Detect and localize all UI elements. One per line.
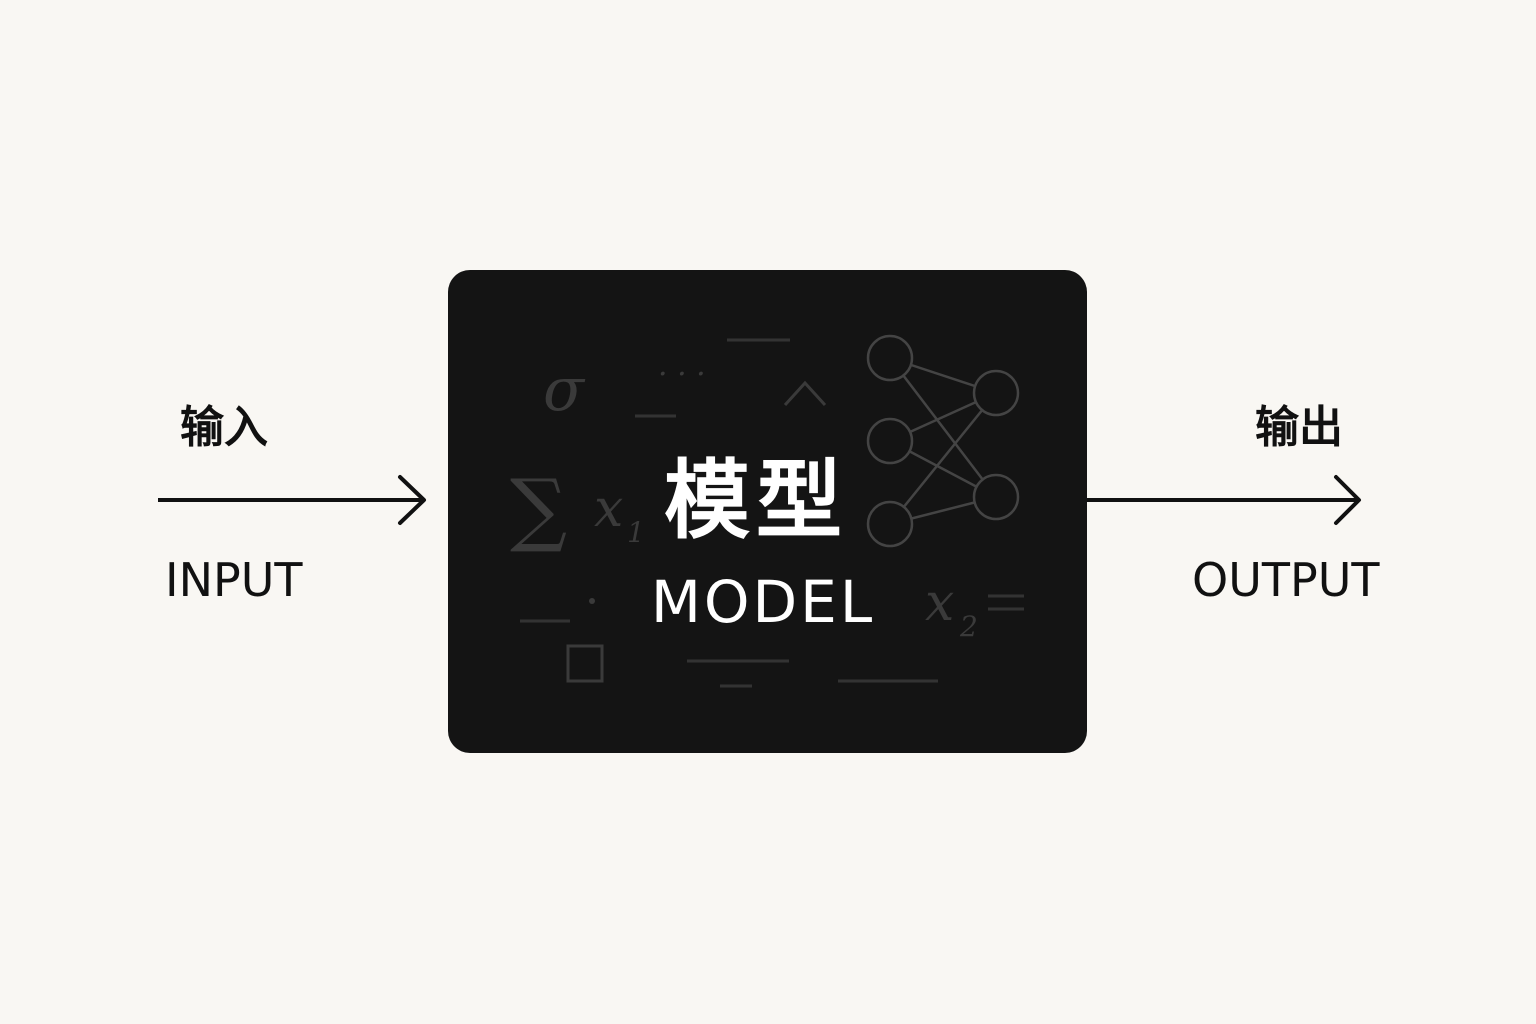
- output-label-en: OUTPUT: [1192, 553, 1380, 607]
- input-arrow: [158, 475, 426, 525]
- input-label-cn: 输入: [180, 402, 268, 453]
- dots-symbol: · · ·: [658, 357, 706, 392]
- caret-symbol: [783, 380, 827, 407]
- output-label-cn: 输出: [1255, 402, 1343, 453]
- model-label-cn: 模型: [664, 451, 848, 551]
- output-arrow: [1087, 475, 1361, 525]
- input-label-en: INPUT: [165, 553, 303, 607]
- x1-symbol: x: [594, 479, 623, 539]
- math-decoration: σ · · · ∑ x 1 x 2: [510, 338, 1024, 688]
- sigma-symbol: σ: [543, 355, 586, 425]
- square-symbol: [566, 644, 604, 683]
- x2-symbol: x: [925, 573, 954, 633]
- sum-symbol: ∑: [510, 462, 567, 555]
- deco-dot: [589, 598, 595, 604]
- neural-network-icon: [866, 334, 1020, 548]
- model-label-en: MODEL: [651, 568, 875, 636]
- x2-subscript: 2: [959, 610, 978, 643]
- x1-subscript: 1: [627, 516, 645, 549]
- model-box: [448, 270, 1087, 753]
